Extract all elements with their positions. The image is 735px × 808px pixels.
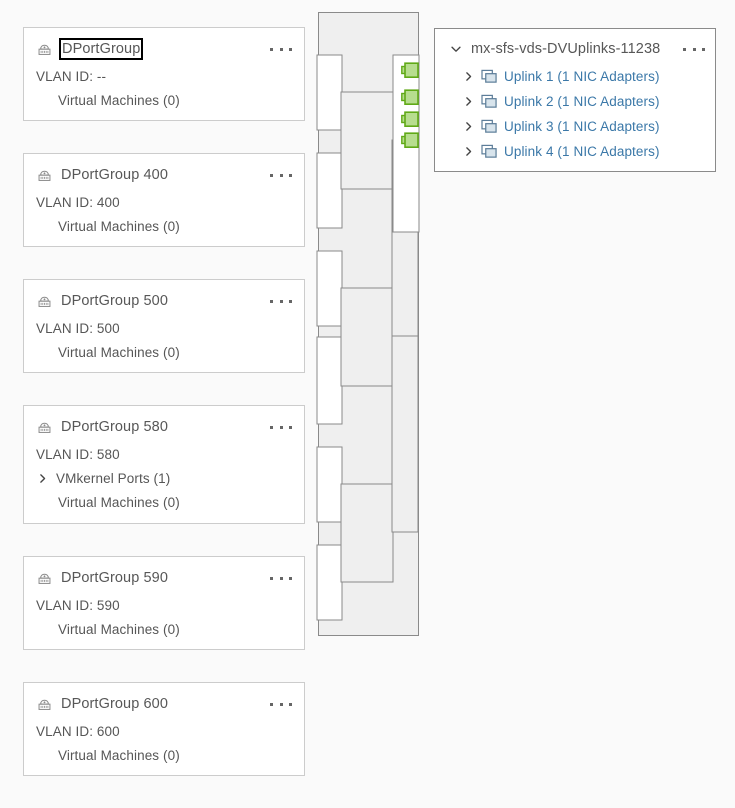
port-group-name[interactable]: DPortGroup 580	[61, 419, 168, 435]
kebab-dot	[289, 576, 292, 580]
port-group-header: DPortGroup 580	[36, 416, 292, 438]
port-group-name[interactable]: DPortGroup 500	[61, 293, 168, 309]
kebab-dot	[270, 576, 273, 580]
port-indicator-connected	[401, 111, 419, 128]
virtual-machines-row[interactable]: Virtual Machines (0)	[58, 495, 180, 510]
port-group-icon	[38, 573, 51, 584]
port-group-icon	[38, 44, 51, 55]
uplink-list: Uplink 1 (1 NIC Adapters) Uplink 2 (1 NIC…	[445, 67, 705, 160]
port-group-icon	[38, 170, 51, 181]
port-group-more-actions-button[interactable]	[270, 42, 292, 56]
port-group-name[interactable]: DPortGroup	[58, 38, 144, 60]
port-indicator-connected	[401, 62, 419, 79]
uplink-label[interactable]: Uplink 1 (1 NIC Adapters)	[504, 68, 660, 84]
uplink-row[interactable]: Uplink 4 (1 NIC Adapters)	[445, 142, 705, 160]
virtual-machines-row[interactable]: Virtual Machines (0)	[58, 93, 180, 108]
virtual-machines-row[interactable]: Virtual Machines (0)	[58, 219, 180, 234]
port-square-icon	[401, 62, 419, 79]
port-group-name[interactable]: DPortGroup 600	[61, 696, 168, 712]
kebab-dot	[279, 702, 283, 706]
kebab-dot	[289, 47, 292, 51]
kebab-dot	[692, 47, 696, 51]
port-group-vlan-id: VLAN ID: 400	[36, 195, 120, 210]
port-group-more-actions-button[interactable]	[270, 294, 292, 308]
port-indicator-connected	[401, 132, 419, 149]
port-square-icon	[401, 89, 419, 106]
port-square-icon	[401, 132, 419, 149]
uplink-label[interactable]: Uplink 3 (1 NIC Adapters)	[504, 118, 660, 134]
uplink-header[interactable]: mx-sfs-vds-DVUplinks-11238	[445, 38, 705, 60]
kebab-dot	[270, 47, 273, 51]
uplink-row[interactable]: Uplink 1 (1 NIC Adapters)	[445, 67, 705, 85]
uplink-port-group-card: mx-sfs-vds-DVUplinks-11238 Uplink 1 (1 N…	[434, 28, 716, 172]
kebab-dot	[270, 702, 273, 706]
port-group-more-actions-button[interactable]	[270, 697, 292, 711]
vmkernel-ports-row[interactable]: VMkernel Ports (1)	[36, 471, 292, 486]
kebab-dot	[683, 47, 686, 51]
nic-adapter-icon	[481, 144, 497, 158]
port-group-header: DPortGroup 500	[36, 290, 292, 312]
kebab-dot	[279, 425, 283, 429]
virtual-machines-row[interactable]: Virtual Machines (0)	[58, 345, 180, 360]
kebab-dot	[702, 47, 705, 51]
port-group-vlan-id: VLAN ID: --	[36, 69, 107, 84]
port-square-icon	[401, 111, 419, 128]
port-group-header: DPortGroup 400	[36, 164, 292, 186]
uplink-label[interactable]: Uplink 2 (1 NIC Adapters)	[504, 93, 660, 109]
kebab-dot	[270, 425, 273, 429]
port-group-header: DPortGroup	[36, 38, 292, 60]
uplink-more-actions-button[interactable]	[683, 42, 705, 56]
kebab-dot	[270, 299, 273, 303]
uplink-group-title: mx-sfs-vds-DVUplinks-11238	[471, 41, 661, 57]
chevron-right-icon[interactable]	[462, 70, 475, 83]
kebab-dot	[289, 425, 292, 429]
port-group-more-actions-button[interactable]	[270, 571, 292, 585]
nic-adapter-icon	[481, 94, 497, 108]
port-group-header: DPortGroup 590	[36, 567, 292, 589]
port-group-vlan-id: VLAN ID: 500	[36, 321, 120, 336]
nic-adapter-icon	[481, 119, 497, 133]
port-group-vlan-id: VLAN ID: 590	[36, 598, 120, 613]
virtual-machines-row[interactable]: Virtual Machines (0)	[58, 622, 180, 637]
kebab-dot	[289, 702, 292, 706]
uplink-label[interactable]: Uplink 4 (1 NIC Adapters)	[504, 143, 660, 159]
chevron-right-icon[interactable]	[462, 145, 475, 158]
port-indicator-connected	[401, 89, 419, 106]
port-group-name[interactable]: DPortGroup 590	[61, 570, 168, 586]
kebab-dot	[279, 173, 283, 177]
chevron-right-icon[interactable]	[462, 120, 475, 133]
port-group-vlan-id: VLAN ID: 600	[36, 724, 120, 739]
virtual-machines-row[interactable]: Virtual Machines (0)	[58, 748, 180, 763]
kebab-dot	[289, 299, 292, 303]
kebab-dot	[279, 299, 283, 303]
uplink-row[interactable]: Uplink 2 (1 NIC Adapters)	[445, 92, 705, 110]
kebab-dot	[279, 47, 283, 51]
chevron-right-icon[interactable]	[462, 95, 475, 108]
port-group-icon	[38, 296, 51, 307]
kebab-dot	[279, 576, 283, 580]
uplink-row[interactable]: Uplink 3 (1 NIC Adapters)	[445, 117, 705, 135]
kebab-dot	[270, 173, 273, 177]
port-group-icon	[38, 699, 51, 710]
nic-adapter-icon	[481, 69, 497, 83]
vmkernel-ports-label: VMkernel Ports (1)	[56, 471, 171, 486]
chevron-down-icon[interactable]	[449, 42, 463, 56]
port-group-vlan-id: VLAN ID: 580	[36, 447, 120, 462]
port-group-name[interactable]: DPortGroup 400	[61, 167, 168, 183]
port-group-header: DPortGroup 600	[36, 693, 292, 715]
port-group-more-actions-button[interactable]	[270, 420, 292, 434]
port-group-more-actions-button[interactable]	[270, 168, 292, 182]
kebab-dot	[289, 173, 292, 177]
port-group-icon	[38, 422, 51, 433]
chevron-right-icon[interactable]	[36, 472, 49, 485]
switch-connector-lines	[316, 54, 420, 621]
